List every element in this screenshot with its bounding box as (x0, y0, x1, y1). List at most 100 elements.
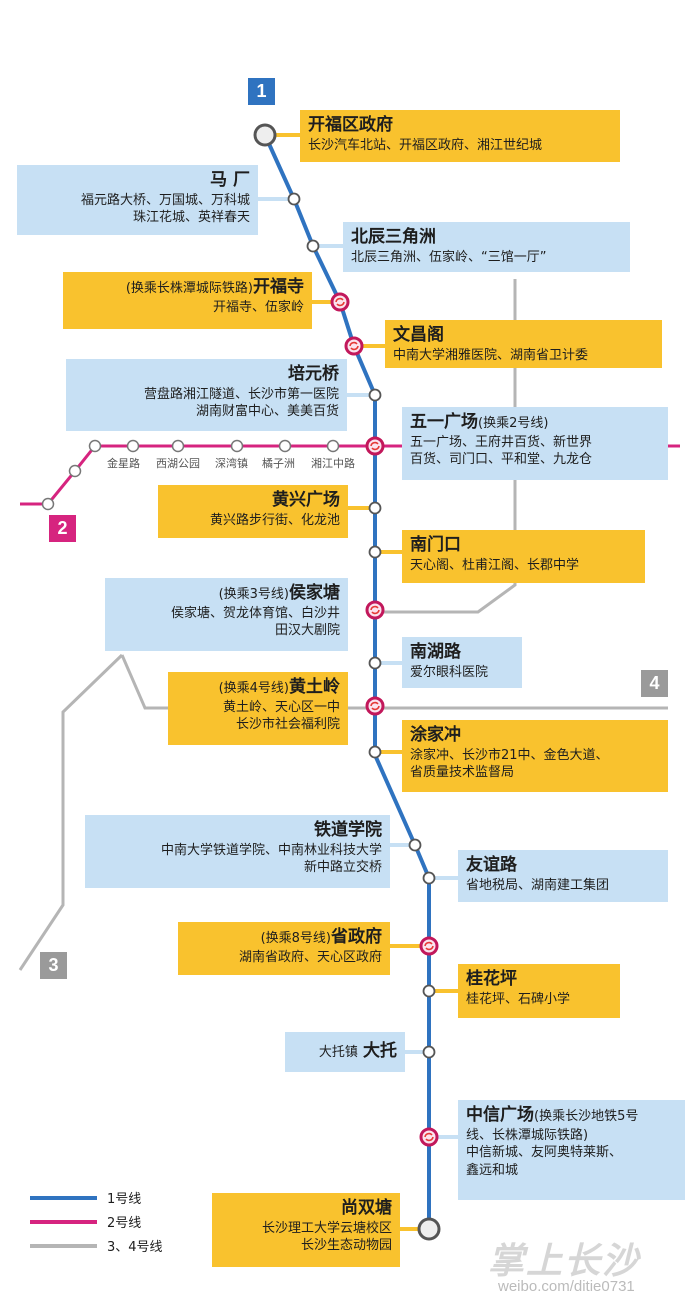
line2-station (68, 464, 82, 478)
interchange-station-icon (419, 1127, 439, 1147)
station-name: 五一广场 (410, 412, 478, 432)
station-name: 南湖路 (410, 642, 461, 662)
station-landmarks: 开福寺、伍家岭 (212, 299, 304, 315)
station (368, 388, 382, 402)
station-transfer-note: (换乘长沙地铁5号 (534, 1109, 639, 1124)
watermark-url: weibo.com/ditie0731 (498, 1278, 635, 1295)
station (422, 1045, 436, 1059)
station-name: 黄土岭 (289, 677, 340, 697)
station-card: 文昌阁中南大学湘雅医院、湖南省卫计委 (385, 320, 662, 368)
station-name: 文昌阁 (393, 325, 444, 345)
line2-station-label: 金星路 (107, 457, 140, 470)
station (306, 239, 320, 253)
legend-swatch-line2 (30, 1220, 97, 1224)
station-name: 黄兴广场 (272, 490, 340, 510)
station-title-row: 五一广场(换乘2号线) (410, 411, 660, 434)
station-landmarks: 湖南财富中心、美美百货 (195, 404, 339, 420)
watermark-logo: 掌上长沙 (488, 1240, 641, 1281)
station-landmarks: 福元路大桥、万国城、万科城 (80, 192, 250, 208)
station-landmarks: 桂花坪、石碑小学 (466, 991, 571, 1007)
station-landmarks: 涂家冲、长沙市21中、金色大道、 (410, 747, 609, 763)
interchange-station-icon (419, 936, 439, 956)
station-title-row: 中信广场(换乘长沙地铁5号 (466, 1104, 677, 1127)
terminal-station (253, 123, 277, 147)
station-card: 中信广场(换乘长沙地铁5号线、长株潭城际铁路)中信新城、友阿奥特莱斯、鑫远和城 (458, 1100, 685, 1200)
interchange-station-icon (330, 292, 350, 312)
station-card: 马 厂福元路大桥、万国城、万科城珠江花城、英祥春天 (17, 165, 258, 235)
station-name: 省政府 (331, 927, 382, 947)
line2-station-label: 西湖公园 (156, 457, 200, 470)
station-landmarks: 黄兴路步行街、化龙池 (209, 512, 340, 528)
line2-station (126, 439, 140, 453)
station-card: 南门口天心阁、杜甫江阁、长郡中学 (402, 530, 645, 583)
station-name: 侯家塘 (289, 583, 340, 603)
station-title-row: 文昌阁 (393, 324, 654, 347)
interchange-station-icon (365, 600, 385, 620)
legend-swatch-line1 (30, 1196, 97, 1200)
station-transfer-note: (换乘4号线) (218, 681, 289, 696)
station-landmarks: 中南大学湘雅医院、湖南省卫计委 (393, 347, 589, 363)
station-landmarks: 线、长株潭城际铁路) (466, 1127, 589, 1143)
station-landmarks: 新中路立交桥 (303, 860, 382, 876)
station-card: (换乘3号线)侯家塘侯家塘、贺龙体育馆、白沙井田汉大剧院 (105, 578, 348, 651)
station-landmarks: 侯家塘、贺龙体育馆、白沙井 (170, 605, 340, 621)
station-title-row: 尚双塘 (220, 1197, 392, 1220)
line-1-track (263, 134, 431, 1229)
station-landmarks: 中南大学铁道学院、中南林业科技大学 (160, 842, 382, 858)
station-title-row: 桂花坪 (466, 968, 612, 991)
station-landmarks: 长沙市社会福利院 (235, 717, 340, 733)
station-landmarks: 黄土岭、天心区一中 (222, 699, 340, 715)
station-card: 桂花坪桂花坪、石碑小学 (458, 964, 620, 1018)
station (368, 501, 382, 515)
station-title-row: (换乘3号线)侯家塘 (113, 582, 340, 605)
line2-station (88, 439, 102, 453)
station-title-row: (换乘8号线)省政府 (186, 926, 382, 949)
station-name: 北辰三角洲 (351, 227, 436, 247)
line2-station-label: 湘江中路 (311, 457, 355, 470)
station-name: 桂花坪 (466, 969, 517, 989)
line2-station-label: 橘子洲 (262, 457, 295, 470)
station (422, 871, 436, 885)
station (368, 656, 382, 670)
station (408, 838, 422, 852)
station-card: 尚双塘长沙理工大学云塘校区长沙生态动物园 (212, 1193, 400, 1267)
legend-label: 1号线 (107, 1192, 142, 1207)
station-title-row: 黄兴广场 (166, 489, 340, 512)
station-landmarks: 长沙理工大学云塘校区 (261, 1220, 392, 1236)
station-card: 五一广场(换乘2号线)五一广场、王府井百货、新世界百货、司门口、平和堂、九龙仓 (402, 407, 668, 480)
station-transfer-note: (换乘2号线) (478, 416, 549, 431)
station (368, 545, 382, 559)
station-name: 南门口 (410, 535, 461, 555)
interchange-station-icon (365, 436, 385, 456)
station-card: (换乘8号线)省政府湖南省政府、天心区政府 (178, 922, 390, 975)
station (287, 192, 301, 206)
terminal-station (417, 1217, 441, 1241)
station-card: 北辰三角洲北辰三角洲、伍家岭、“三馆一厅” (343, 222, 630, 272)
station-transfer-note: (换乘长株潭城际铁路) (125, 281, 253, 296)
station-landmarks: 天心阁、杜甫江阁、长郡中学 (410, 557, 580, 573)
station-title-row: 南湖路 (410, 641, 514, 664)
station-landmarks: 五一广场、王府井百货、新世界 (410, 434, 593, 450)
line-4-track (120, 654, 668, 710)
station-title-row: 培元桥 (74, 363, 339, 386)
station-landmarks: 省地税局、湖南建工集团 (466, 877, 610, 893)
station-title-row: 马 厂 (25, 169, 250, 192)
interchange-station-icon (365, 696, 385, 716)
station-transfer-note: 大托镇 (318, 1045, 358, 1060)
station-card: 开福区政府长沙汽车北站、开福区政府、湘江世纪城 (300, 110, 620, 162)
legend-label: 3、4号线 (107, 1240, 163, 1255)
station-title-row: 南门口 (410, 534, 637, 557)
line2-station (41, 497, 55, 511)
station-card: 铁道学院中南大学铁道学院、中南林业科技大学新中路立交桥 (85, 815, 390, 888)
station-name: 尚双塘 (341, 1198, 392, 1218)
station-title-row: (换乘长株潭城际铁路)开福寺 (71, 276, 304, 299)
station-name: 开福寺 (253, 277, 304, 297)
line2-station (171, 439, 185, 453)
station-title-row: 大托镇 大托 (293, 1040, 397, 1063)
station-title-row: 铁道学院 (93, 819, 382, 842)
station-landmarks: 田汉大剧院 (274, 623, 340, 639)
station-name: 培元桥 (288, 364, 339, 384)
station-card: (换乘长株潭城际铁路)开福寺开福寺、伍家岭 (63, 272, 312, 329)
station-landmarks: 爱尔眼科医院 (410, 664, 489, 680)
